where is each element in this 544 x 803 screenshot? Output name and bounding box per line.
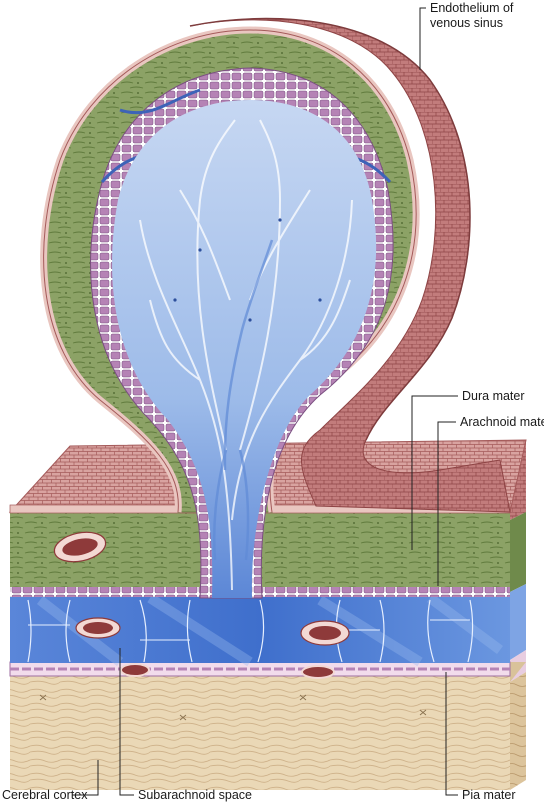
cerebral-cortex-layer (10, 662, 526, 790)
pia-vessel-right (301, 665, 335, 679)
leader-lines (72, 7, 458, 796)
leader-subarachnoid (119, 648, 134, 796)
arachnoid-granulation-core (112, 100, 377, 598)
leader-endothelium (419, 7, 426, 70)
pia-vessel-left (120, 663, 150, 677)
venous-sinus-wall (189, 17, 511, 513)
leader-cortex (72, 760, 99, 796)
label-endothelium-of-venous-sinus: Endothelium of venous sinus (430, 1, 514, 30)
leader-dura (411, 395, 458, 550)
label-arachnoid-mater: Arachnoid mater (460, 415, 544, 429)
blood-vessels (53, 531, 350, 679)
leader-arachnoid (437, 421, 456, 586)
label-pia-mater: Pia mater (462, 788, 516, 802)
pia-mater-layer (9, 661, 511, 677)
label-subarachnoid-space: Subarachnoid space (138, 788, 252, 802)
label-dura-mater: Dura mater (462, 389, 525, 403)
label-cerebral-cortex: Cerebral cortex (2, 788, 88, 802)
leader-pia (445, 672, 458, 796)
